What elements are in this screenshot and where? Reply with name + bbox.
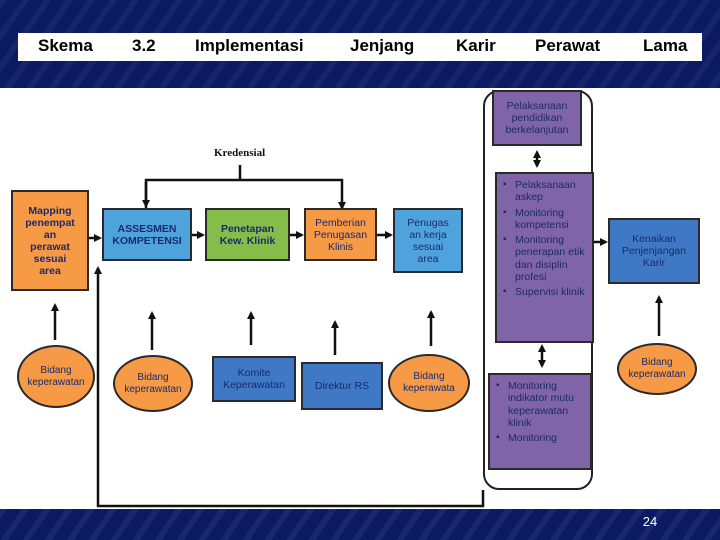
title-bar xyxy=(18,33,702,61)
komite-box: Komite Keperawatan xyxy=(212,356,296,402)
monitoring-list-box: Pelaksanaan askep Monitoring kompetensi … xyxy=(495,172,594,343)
kredensial-label: Kredensial xyxy=(214,147,266,159)
list-item: Supervisi klinik xyxy=(503,286,588,299)
bidang-oval-3: Bidang keperawata xyxy=(388,354,470,412)
list-item: Pelaksanaan askep xyxy=(503,179,588,204)
penetapan-box: Penetapan Kew. Klinik xyxy=(205,208,290,261)
direktur-box: Direktur RS xyxy=(301,362,383,410)
title-word-7: Lama xyxy=(643,36,688,55)
title-word-6: Perawat xyxy=(535,36,601,55)
title-word-5: Karir xyxy=(456,36,496,55)
bidang-oval-2: Bidang keperawatan xyxy=(113,355,193,412)
title-word-3: Implementasi xyxy=(195,36,304,55)
title-word-2: 3.2 xyxy=(132,36,156,55)
quality-list-box: Monitoring indikator mutu keperawatan kl… xyxy=(488,373,592,470)
title-word-1: Skema xyxy=(38,36,93,55)
pelaksanaan-pendidikan-box: Pelaksanaan pendidikan berkelanjutan xyxy=(492,90,582,146)
pemberian-box: Pemberian Penugasan Klinis xyxy=(304,208,377,261)
mapping-box: Mapping penempat an perawat sesuai area xyxy=(11,190,89,291)
title-word-4: Jenjang xyxy=(350,36,415,55)
list-item: Monitoring xyxy=(496,432,586,445)
assesmen-box: ASSESMEN KOMPETENSI xyxy=(102,208,192,261)
bidang-oval-4: Bidang keperawatan xyxy=(617,343,697,395)
list-item: Monitoring indikator mutu keperawatan kl… xyxy=(496,380,586,429)
kenaikan-box: Kenaikan Penjenjangan Karir xyxy=(608,218,700,284)
list-item: Monitoring penerapan etik dan disiplin p… xyxy=(503,234,588,283)
list-item: Monitoring kompetensi xyxy=(503,207,588,232)
footer-band xyxy=(0,509,720,540)
penugasan-box: Penugas an kerja sesuai area xyxy=(393,208,463,273)
bidang-oval-1: Bidang keperawatan xyxy=(17,345,95,408)
page-number: 24 xyxy=(642,514,658,529)
